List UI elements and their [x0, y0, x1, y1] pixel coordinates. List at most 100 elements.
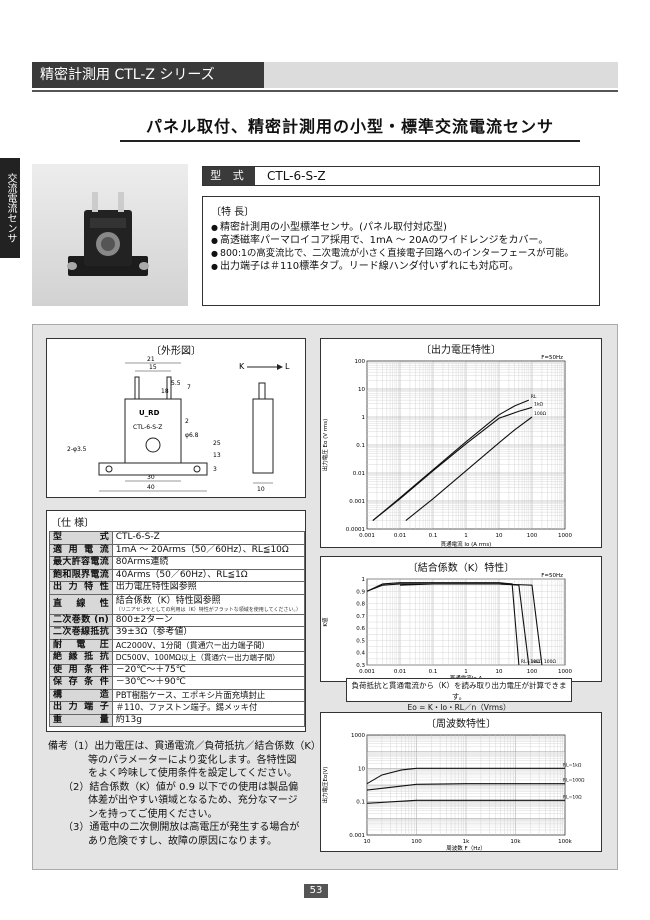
y-axis-label: 出力電圧Eo(V) — [321, 767, 329, 804]
formula-line: Eo = K・Io・RL／n（Vrms） — [407, 703, 511, 712]
y-tick-label: 0.001 — [349, 833, 365, 839]
spec-key: 適用電流 — [49, 543, 113, 557]
dim-10: 10 — [257, 486, 265, 493]
x-tick-label: 0.001 — [359, 533, 375, 539]
note-line: （2）結合係数（K）値が 0.9 以下での使用は製品偏 — [48, 781, 299, 793]
model-label: 型 式 — [203, 167, 255, 185]
series-line — [366, 799, 565, 804]
series-line — [366, 582, 520, 666]
sensor-photo-graphic — [67, 192, 149, 276]
series-line — [372, 399, 530, 521]
spec-value: 39±3Ω（参考値） — [111, 626, 306, 640]
outline-drawing: U_RD CTL-6-S-Z 21 15 7 5.5 18 2 φ6.8 25 … — [67, 356, 290, 493]
direction-k: K — [239, 362, 245, 371]
spec-key: 飽和限界電流 — [49, 568, 113, 582]
spec-value: AC2000V、1分間（貫通穴ー出力端子間） — [111, 638, 306, 652]
table-row: 保存条件－30℃～＋90℃ — [49, 676, 306, 690]
spec-value: 80Arms連続 — [111, 556, 306, 570]
dim-18: 18 — [161, 388, 169, 395]
spec-value: 出力電圧特性図参照 — [111, 581, 306, 595]
x-tick-label: 100k — [558, 839, 572, 845]
product-photo — [32, 164, 188, 306]
table-row: 重量約13g — [49, 713, 306, 727]
series-line — [399, 583, 543, 666]
y-tick-label: 1000 — [351, 733, 365, 739]
features-box: 〔特 長〕 精密計測用の小型標準センサ。(パネル取付対応型) 高透磁率パーマロイ… — [202, 196, 600, 306]
series-label: 100Ω — [544, 659, 557, 665]
series-label: 1kΩ — [534, 401, 543, 407]
chart-title: 〔周波数特性〕 — [426, 719, 496, 730]
table-row: 使用条件－20℃～＋75℃ — [49, 663, 306, 677]
marking-model: CTL-6-S-Z — [133, 424, 162, 431]
series-line — [366, 783, 565, 791]
table-row: 直線性結合係数（K）特性図参照（リニアセンサとしての利用は（K）特性がフラットな… — [49, 593, 306, 615]
dim-3: 3 — [213, 466, 217, 473]
y-tick-label: 0.1 — [356, 443, 365, 449]
y-tick-label: 0.8 — [356, 602, 365, 608]
feature-item: 高透磁率パーマロイコア採用で、1mA ～ 20Aのワイドレンジをカバー。 — [211, 234, 591, 247]
page-number: 53 — [304, 884, 328, 898]
note-line: 等のパラメーターにより変化します。各特性図 — [48, 754, 297, 766]
note-line: 備考（1）出力電圧は、貫通電流／負荷抵抗／結合係数（K） — [48, 741, 321, 752]
y-axis-label: K値 — [321, 617, 329, 627]
series-label: RL=10Ω — [563, 794, 582, 800]
series-line — [405, 416, 533, 522]
table-row: 出力端子＃110、ファストン端子。錫メッキ付 — [49, 701, 306, 715]
features-title: 〔特 長〕 — [211, 207, 255, 218]
spec-key: 重量 — [49, 713, 113, 727]
series-label: 100Ω — [534, 411, 547, 417]
spec-key: 使用条件 — [49, 663, 113, 677]
x-tick-label: 1000 — [558, 533, 572, 539]
x-tick-label: 0.1 — [429, 533, 438, 539]
x-tick-label: 100 — [527, 669, 538, 675]
spec-value: ＃110、ファストン端子。錫メッキ付 — [111, 701, 306, 715]
y-tick-label: 1 — [362, 415, 366, 421]
spec-key: 二次巻数 (n) — [49, 613, 113, 627]
table-row: 出力特性出力電圧特性図参照 — [49, 581, 306, 595]
spec-key: 絶縁抵抗 — [49, 651, 113, 665]
direction-l: L — [285, 362, 290, 371]
table-row: 二次巻数 (n)800±2ターン — [49, 613, 306, 627]
note-line: 体差が出やすい領域となるため、充分なマージ — [48, 795, 298, 806]
spec-key: 耐電圧 — [49, 638, 113, 652]
feature-item: 出力端子は＃110標準タブ。リード線ハンダ付いずれにも対応可。 — [211, 260, 591, 273]
x-axis-label: 貫通電流 Io (A rms) — [441, 540, 492, 547]
x-tick-label: 10 — [496, 533, 503, 539]
spec-value-text: 結合係数（K）特性図参照 — [115, 595, 221, 606]
spec-key: 出力特性 — [49, 581, 113, 595]
y-tick-label: 0.01 — [353, 471, 365, 477]
dim-phi: φ6.8 — [185, 432, 199, 439]
x-tick-label: 0.1 — [429, 669, 438, 675]
spec-key: 保存条件 — [49, 676, 113, 690]
side-category-tab: 交流電流センサ — [0, 158, 20, 258]
x-tick-label: 10k — [510, 839, 521, 845]
x-tick-label: 100 — [411, 839, 422, 845]
spec-value: PBT樹脂ケース、エポキシ片面充填封止 — [111, 688, 306, 702]
spec-value: CTL-6-S-Z — [111, 531, 306, 545]
dim-hole: 2-φ3.5 — [67, 446, 87, 453]
spec-value: 800±2ターン — [111, 613, 306, 627]
dim-55: 5.5 — [171, 380, 181, 387]
chart-annotation: F=50Hz — [541, 573, 563, 579]
spec-value: 約13g — [111, 713, 306, 727]
note-line: （3）通電中の二次側開放は高電圧が発生する場合が — [48, 822, 300, 833]
header-rule — [32, 90, 618, 92]
note-line: ンを持ってご使用ください。 — [48, 808, 218, 820]
y-tick-label: 0.9 — [356, 589, 365, 595]
series-line — [366, 767, 565, 785]
model-row: 型 式 CTL-6-S-Z — [202, 166, 600, 186]
formula-line: 負荷抵抗と貫通電流から（K）を読み取り出力電圧が計算できます。 — [351, 681, 567, 701]
series-label: RL=10kΩ — [521, 659, 543, 665]
dim-25: 25 — [213, 440, 221, 447]
